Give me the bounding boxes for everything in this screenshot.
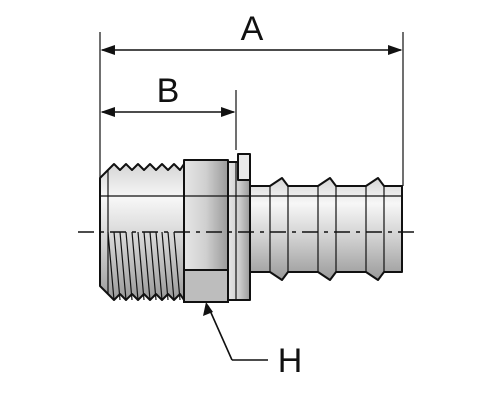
- collar-lip: [237, 153, 251, 181]
- dimension-a-label: A: [241, 10, 264, 48]
- thread-lines: [107, 231, 181, 301]
- hose-barb-stem: [247, 177, 403, 281]
- collar-flange: [227, 161, 251, 301]
- callout-h-leader: [207, 305, 233, 361]
- callout-h: H: [203, 302, 302, 380]
- callout-h-arrowhead: [203, 302, 213, 316]
- dimension-a: A: [99, 10, 404, 186]
- fitting-body: [99, 153, 403, 303]
- callout-h-label: H: [278, 342, 303, 380]
- dimension-b-label: B: [157, 72, 180, 110]
- dimension-b: B: [100, 72, 237, 150]
